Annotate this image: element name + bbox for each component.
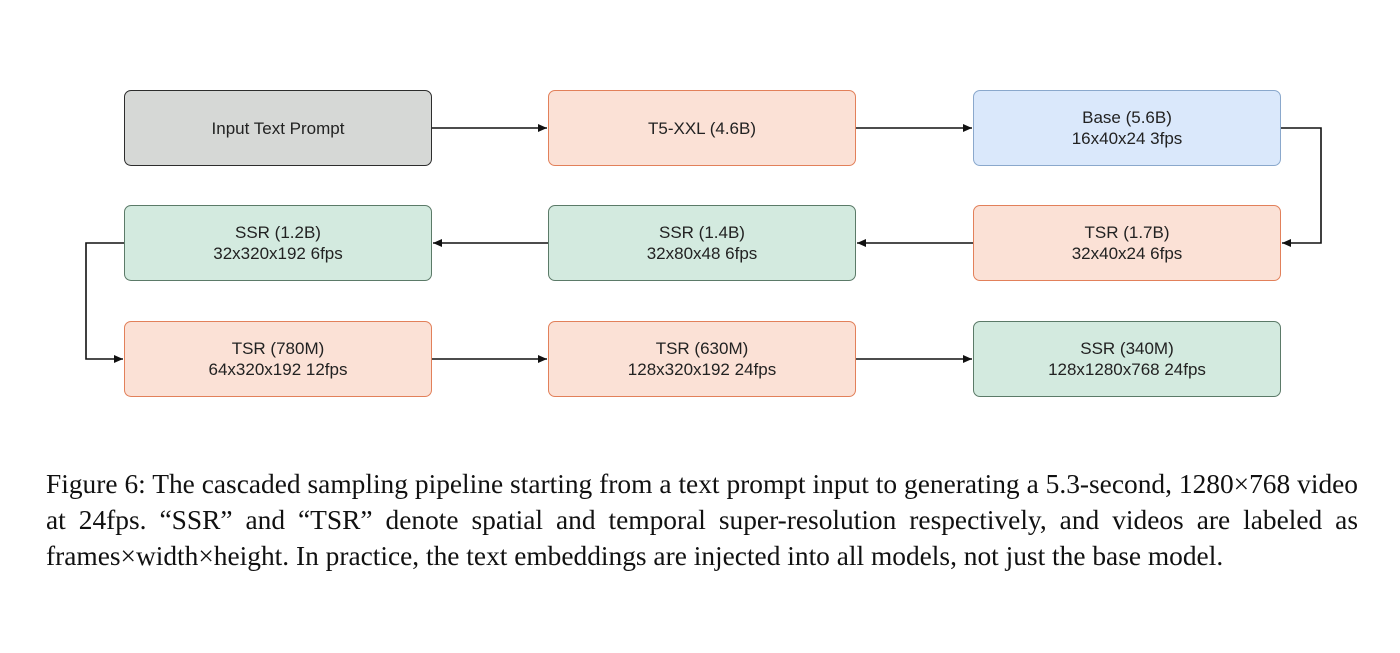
node-resolution: 32x40x24 6fps (1071, 244, 1183, 263)
pipeline-arrows (85, 124, 1322, 363)
node-ssr-1-4b: SSR (1.4B) 32x80x48 6fps (548, 205, 856, 281)
node-input-text-prompt: Input Text Prompt (124, 90, 432, 166)
node-tsr-630m: TSR (630M) 128x320x192 24fps (548, 321, 856, 397)
node-label: Input Text Prompt (211, 118, 345, 138)
node-tsr-780m: TSR (780M) 64x320x192 12fps (124, 321, 432, 397)
node-resolution: 128x320x192 24fps (627, 360, 777, 379)
node-resolution: 64x320x192 12fps (208, 360, 348, 379)
node-label: T5-XXL (4.6B) (647, 118, 757, 138)
node-label: TSR (1.7B) (1084, 223, 1170, 242)
node-label: Base (5.6B) (1082, 108, 1172, 127)
arrow-ssr12-to-tsr780 (85, 242, 124, 363)
arrow-base-to-tsr17 (1281, 127, 1322, 247)
node-label: SSR (340M) (1080, 339, 1174, 358)
node-resolution: 16x40x24 3fps (1071, 129, 1183, 148)
node-ssr-1-2b: SSR (1.2B) 32x320x192 6fps (124, 205, 432, 281)
node-label: SSR (1.4B) (659, 223, 745, 242)
node-tsr-1-7b: TSR (1.7B) 32x40x24 6fps (973, 205, 1281, 281)
node-base: Base (5.6B) 16x40x24 3fps (973, 90, 1281, 166)
node-resolution: 32x80x48 6fps (646, 244, 758, 263)
node-label: SSR (1.2B) (235, 223, 321, 242)
node-resolution: 128x1280x768 24fps (1048, 360, 1206, 379)
node-resolution: 32x320x192 6fps (213, 244, 343, 263)
figure-caption: Figure 6: The cascaded sampling pipeline… (46, 469, 1358, 571)
node-t5-xxl: T5-XXL (4.6B) (548, 90, 856, 166)
node-ssr-340m: SSR (340M) 128x1280x768 24fps (973, 321, 1281, 397)
node-label: TSR (630M) (655, 339, 749, 358)
pipeline-diagram: Input Text Prompt T5-XXL (4.6B) Base (5.… (85, 90, 1322, 397)
node-label: TSR (780M) (231, 339, 325, 358)
